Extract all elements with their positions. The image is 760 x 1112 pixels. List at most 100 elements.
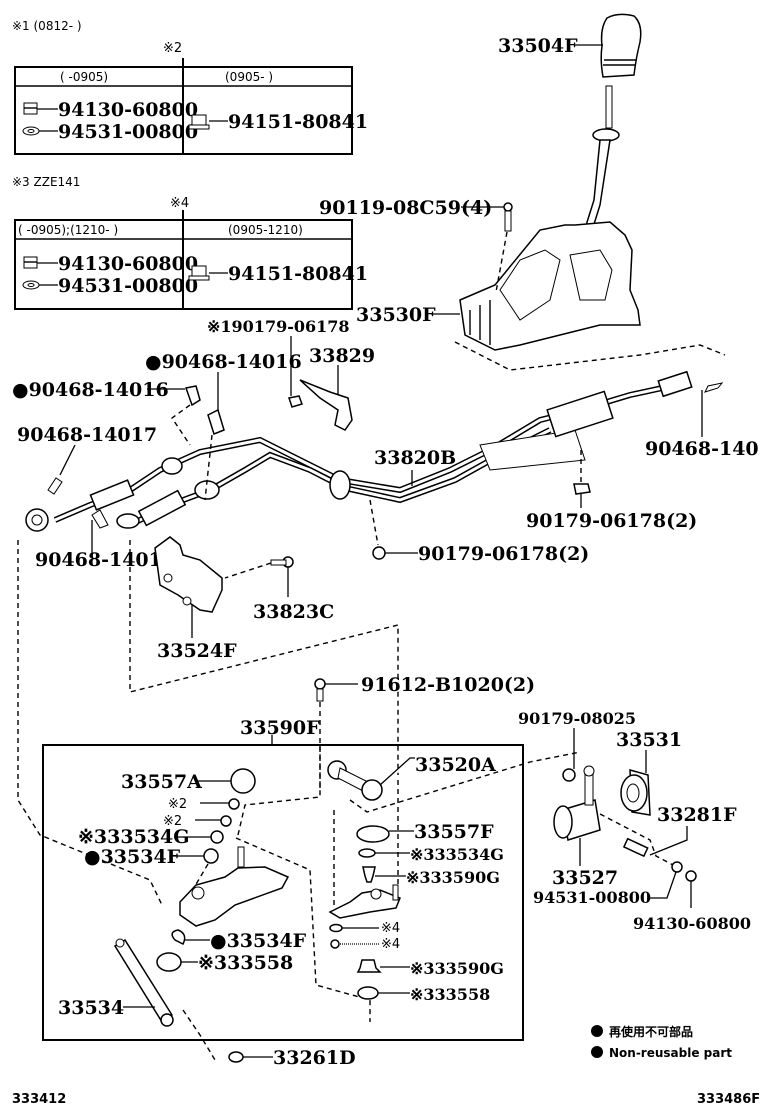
label-33534F-top[interactable]: ●33534F bbox=[84, 846, 181, 868]
nut-icon bbox=[372, 546, 386, 560]
label-33557F[interactable]: 33557F bbox=[414, 821, 494, 843]
label-90468-14016-right[interactable]: ●90468-14016 bbox=[145, 351, 302, 373]
bushing-icon bbox=[358, 848, 376, 858]
table1-part-3[interactable]: 94151-80841 bbox=[228, 111, 368, 133]
table2-part-3[interactable]: 94151-80841 bbox=[228, 263, 368, 285]
legend-en: Non-reusable part bbox=[609, 1046, 732, 1060]
table2-col2-header: (0905-1210) bbox=[228, 223, 303, 237]
label-mark2-b[interactable]: ※2 bbox=[163, 814, 182, 829]
table2-col1-header: ( -0905);(1210- ) bbox=[18, 223, 118, 237]
label-33823C[interactable]: 33823C bbox=[253, 601, 334, 623]
label-33558-right[interactable]: ※333558 bbox=[410, 985, 490, 1004]
washer-icon bbox=[22, 126, 40, 136]
footer-right-code: 333486F bbox=[697, 1092, 760, 1107]
table1-part-1[interactable]: 94130-60800 bbox=[58, 99, 198, 121]
nut-icon bbox=[23, 102, 38, 115]
label-33520A[interactable]: 33520A bbox=[415, 754, 496, 776]
flange-nut-icon bbox=[188, 265, 210, 281]
clip-icon bbox=[704, 382, 724, 393]
collar-icon bbox=[362, 866, 376, 883]
label-n1-90179-06178[interactable]: ※190179-06178 bbox=[207, 317, 350, 336]
label-mark2-a[interactable]: ※2 bbox=[168, 797, 187, 812]
label-mark4-b[interactable]: ※4 bbox=[381, 937, 400, 952]
label-90179-08025[interactable]: 90179-08025 bbox=[518, 709, 636, 728]
nut-icon bbox=[573, 483, 591, 495]
nut-icon bbox=[23, 256, 38, 269]
label-33281F[interactable]: 33281F bbox=[657, 804, 737, 826]
table2-part-2[interactable]: 94531-00800 bbox=[58, 275, 198, 297]
label-33590G-top[interactable]: ※333590G bbox=[406, 868, 500, 887]
label-33524F[interactable]: 33524F bbox=[157, 640, 237, 662]
label-mark4-a[interactable]: ※4 bbox=[381, 921, 400, 936]
table-1 bbox=[14, 66, 353, 155]
label-33534G-right[interactable]: ※333534G bbox=[410, 845, 504, 864]
label-33558-left[interactable]: ※333558 bbox=[198, 952, 293, 974]
select-lever-drawing[interactable] bbox=[328, 884, 401, 919]
washer-icon bbox=[329, 923, 343, 933]
label-91612-B1020[interactable]: 91612-B1020(2) bbox=[361, 674, 535, 696]
nut-icon bbox=[288, 395, 303, 408]
assembly-box-33590F bbox=[42, 744, 524, 1041]
label-94531-00800[interactable]: 94531-00800 bbox=[533, 888, 651, 907]
nut-icon bbox=[562, 768, 576, 782]
label-90468-14016-left[interactable]: ●90468-14016 bbox=[12, 379, 169, 401]
label-33820B[interactable]: 33820B bbox=[374, 447, 456, 469]
washer-icon bbox=[671, 861, 683, 873]
cap-drawing bbox=[357, 986, 379, 1000]
lever-plate-drawing[interactable] bbox=[179, 846, 290, 927]
shift-cable-drawing[interactable] bbox=[25, 370, 693, 532]
note-1: ※1 (0812- ) bbox=[12, 19, 82, 33]
label-90179-06178-lower[interactable]: 90179-06178(2) bbox=[418, 543, 589, 565]
clip-icon bbox=[207, 408, 225, 435]
nut-icon bbox=[228, 798, 240, 810]
pin-icon bbox=[622, 837, 649, 858]
label-90468-14017-top[interactable]: 90468-14017 bbox=[17, 424, 157, 446]
bracket-drawing[interactable] bbox=[299, 379, 353, 431]
shift-arm-drawing[interactable] bbox=[327, 760, 383, 801]
table-2 bbox=[14, 219, 353, 310]
label-33590F[interactable]: 33590F bbox=[240, 717, 320, 739]
table1-part-2[interactable]: 94531-00800 bbox=[58, 121, 198, 143]
clip-icon bbox=[91, 509, 109, 529]
label-33527[interactable]: 33527 bbox=[552, 867, 618, 889]
label-33829[interactable]: 33829 bbox=[309, 345, 375, 367]
label-33590G-bottom[interactable]: ※333590G bbox=[410, 959, 504, 978]
clip-icon bbox=[47, 477, 63, 495]
label-33534G-left[interactable]: ※333534G bbox=[78, 826, 189, 848]
note-2-mark: ※2 bbox=[163, 41, 182, 56]
label-33504F[interactable]: 33504F bbox=[498, 35, 578, 57]
cap-drawing bbox=[230, 768, 256, 794]
table2-part-1[interactable]: 94130-60800 bbox=[58, 253, 198, 275]
clip-icon bbox=[185, 385, 201, 407]
label-33534[interactable]: 33534 bbox=[58, 997, 124, 1019]
non-reusable-bullet-icon bbox=[591, 1025, 603, 1037]
bolt-icon bbox=[314, 678, 326, 702]
label-33261D[interactable]: 33261D bbox=[273, 1047, 356, 1069]
nut-icon bbox=[685, 870, 697, 882]
note-3: ※3 ZZE141 bbox=[12, 175, 80, 189]
grommet-icon bbox=[228, 1051, 244, 1063]
label-33534F-bottom[interactable]: ●33534F bbox=[210, 930, 307, 952]
housing-drawing[interactable] bbox=[553, 765, 601, 841]
collar-icon bbox=[356, 959, 382, 973]
shift-knob-drawing[interactable] bbox=[600, 13, 642, 78]
shifter-base-drawing[interactable] bbox=[459, 221, 641, 351]
label-90468-14017-bottom[interactable]: 90468-14017 bbox=[35, 549, 175, 571]
cable-bracket-drawing[interactable] bbox=[154, 536, 223, 613]
label-33531[interactable]: 33531 bbox=[616, 729, 682, 751]
label-33557A[interactable]: 33557A bbox=[121, 771, 202, 793]
label-90468-14017-right[interactable]: 90468-14017 bbox=[645, 438, 760, 460]
label-90119-08C59[interactable]: 90119-08C59(4) bbox=[319, 197, 492, 219]
base-plate-drawing[interactable] bbox=[620, 768, 651, 816]
bolt-icon bbox=[270, 556, 294, 568]
nut-icon bbox=[330, 939, 340, 949]
bushing-icon bbox=[171, 929, 186, 946]
label-94130-60800[interactable]: 94130-60800 bbox=[633, 914, 751, 933]
non-reusable-bullet-icon bbox=[591, 1046, 603, 1058]
bushing-icon bbox=[210, 830, 224, 844]
label-33530F[interactable]: 33530F bbox=[356, 304, 436, 326]
label-90179-06178-right[interactable]: 90179-06178(2) bbox=[526, 510, 697, 532]
legend-jp: 再使用不可部品 bbox=[609, 1024, 693, 1039]
shift-rod-drawing[interactable] bbox=[113, 938, 174, 1027]
footer-left-code: 333412 bbox=[12, 1092, 66, 1107]
